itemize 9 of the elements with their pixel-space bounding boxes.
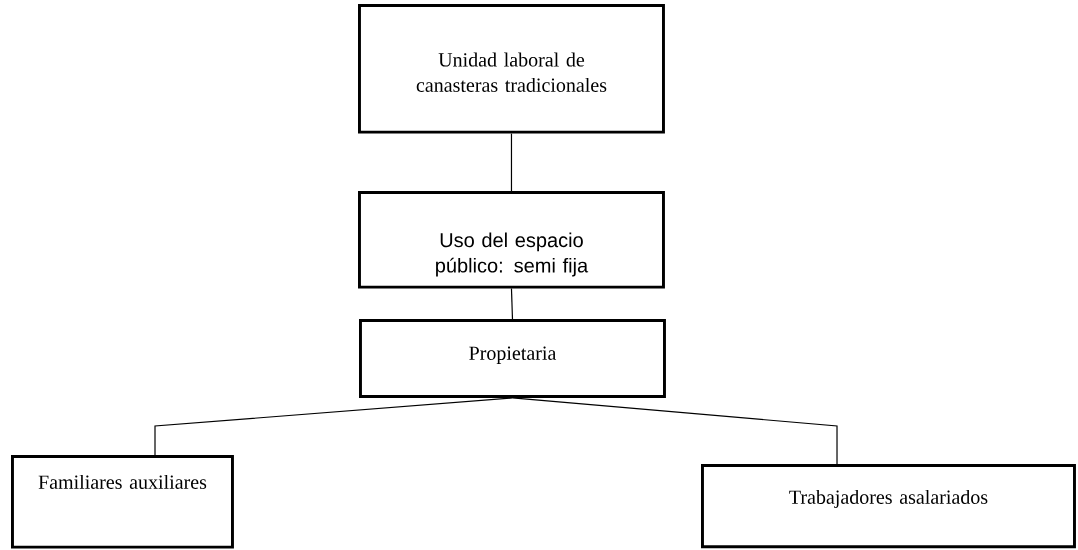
org-box: Unidad laboral de canasteras tradicionales bbox=[358, 4, 665, 134]
connector-line bbox=[510, 288, 514, 320]
org-box: Uso del espacio público: semi fija bbox=[358, 191, 665, 289]
connector-line bbox=[510, 133, 513, 192]
org-box: Trabajadores asalariados bbox=[701, 464, 1076, 549]
connector-line bbox=[154, 397, 514, 456]
connector-line bbox=[511, 397, 838, 465]
org-box: Familiares auxiliares bbox=[11, 455, 234, 549]
org-box: Propietaria bbox=[359, 319, 666, 398]
